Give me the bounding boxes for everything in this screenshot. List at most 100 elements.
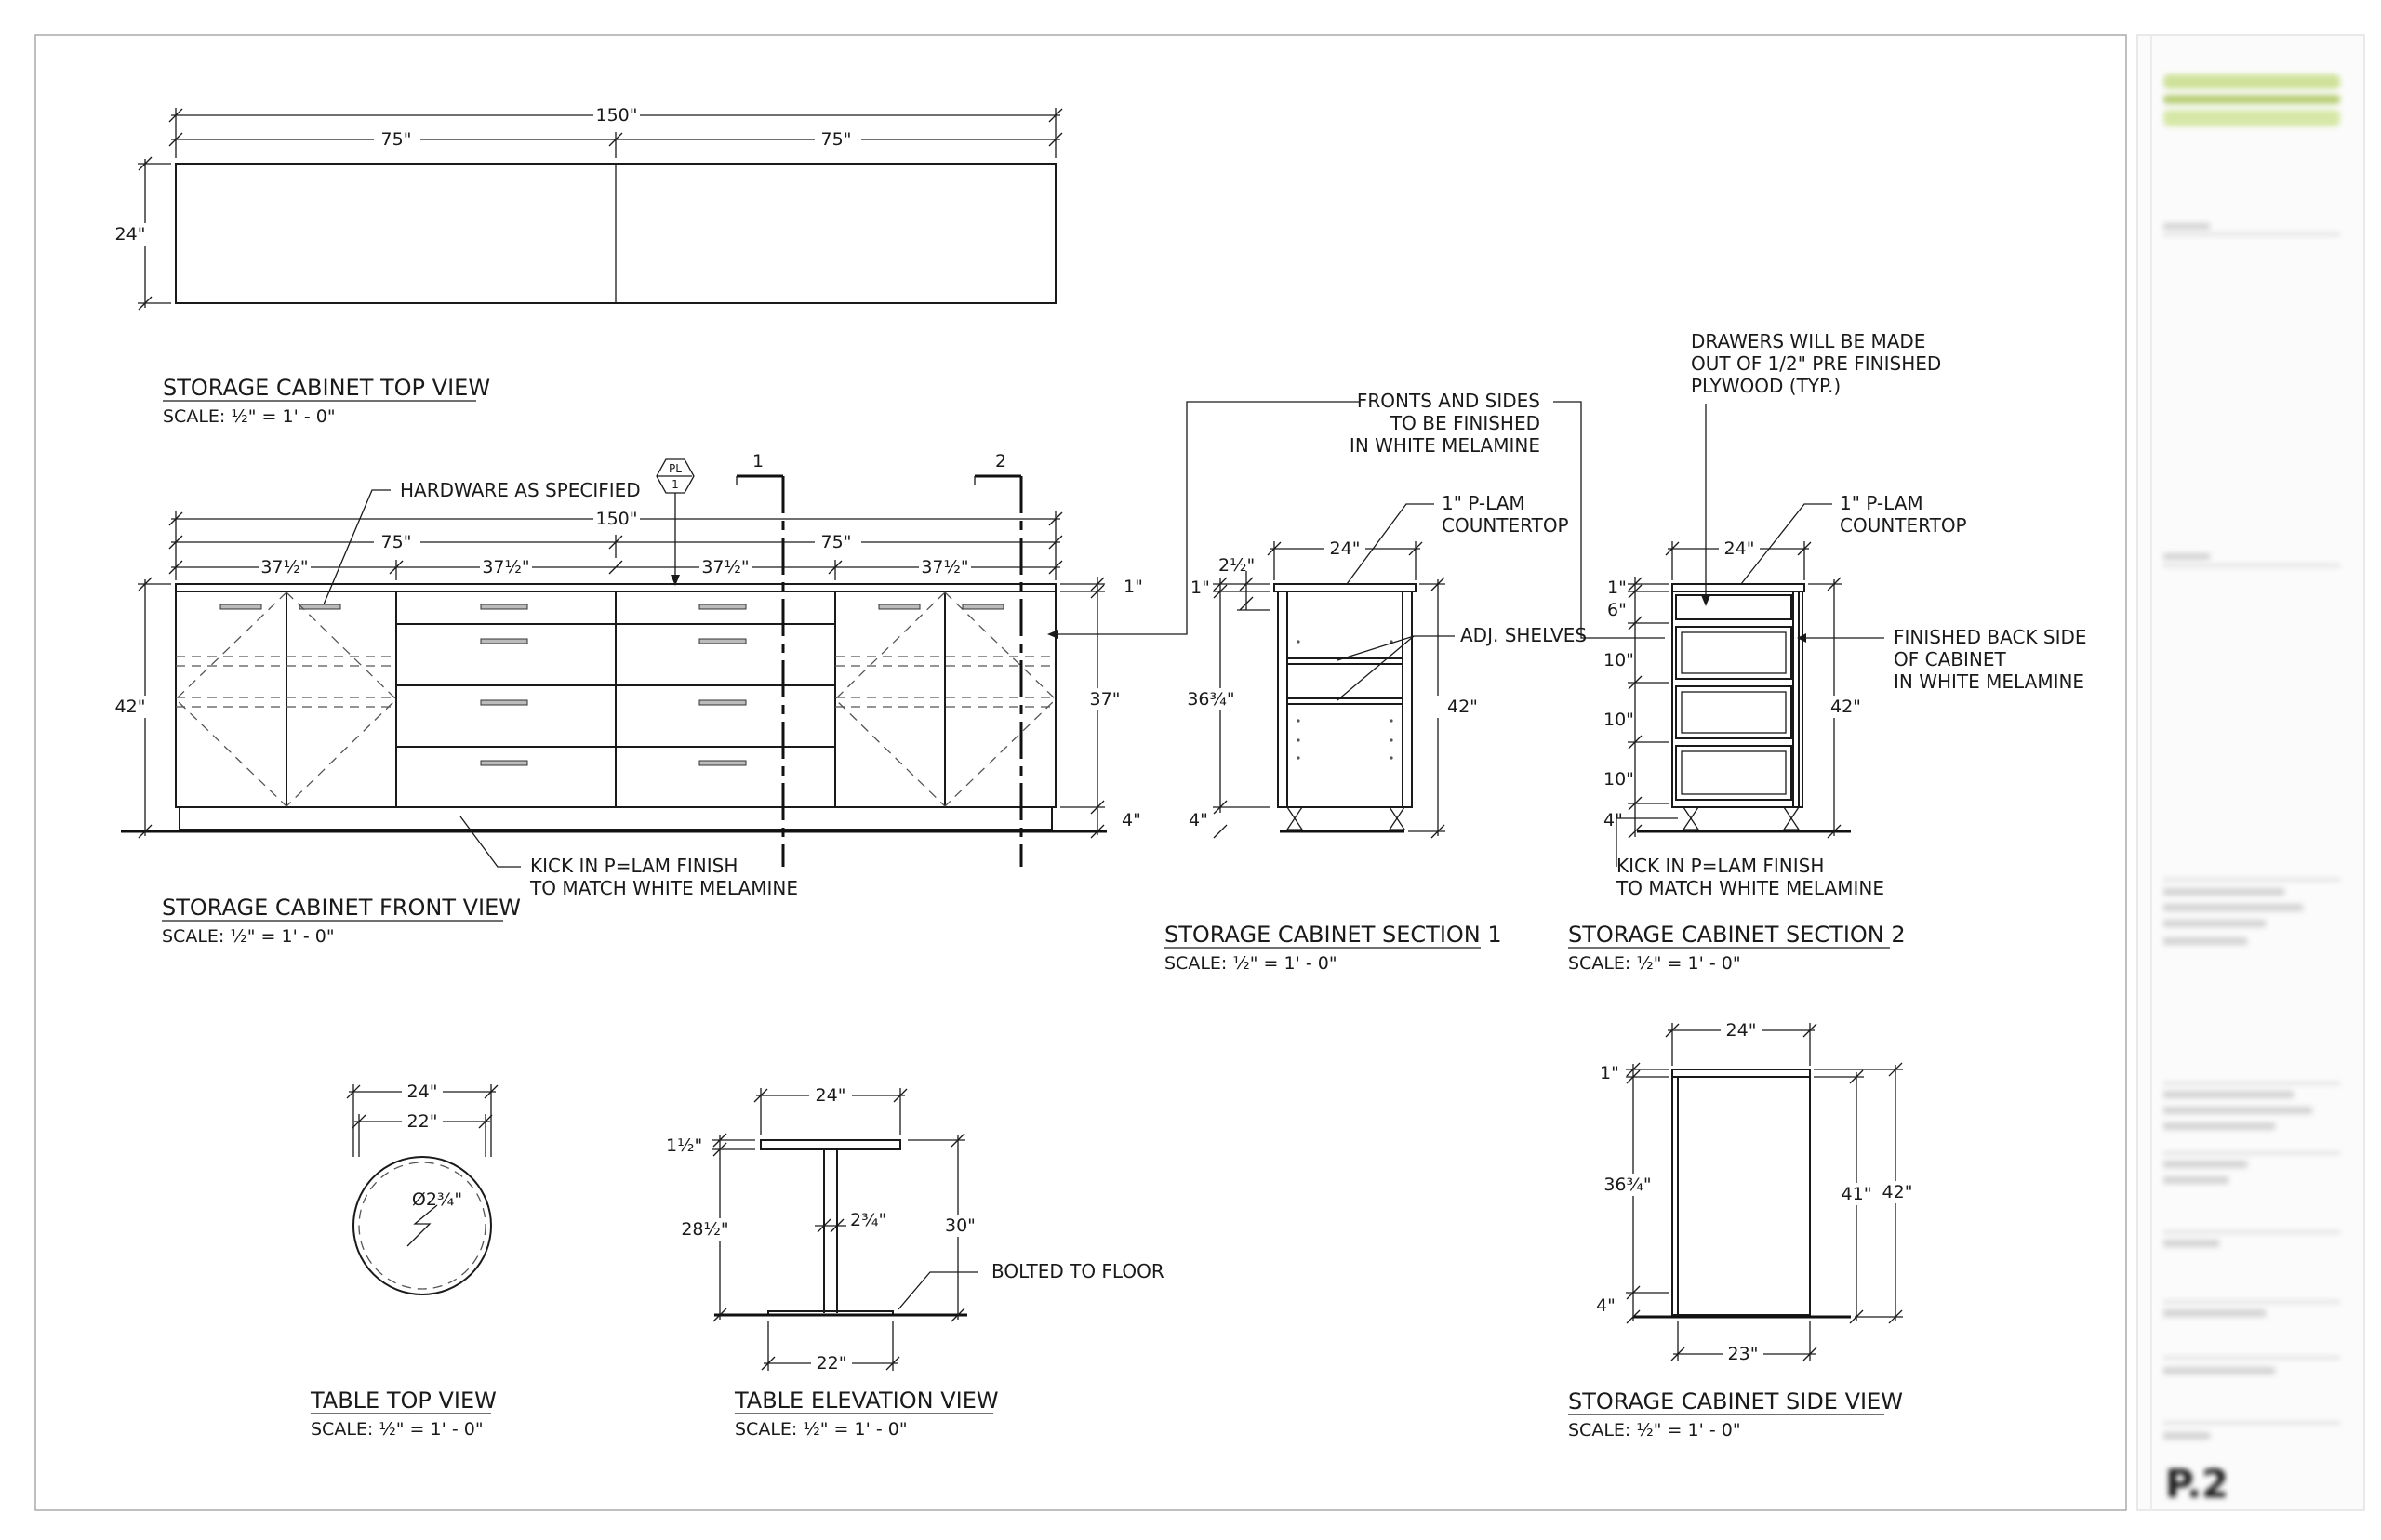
sv-inner-height-dim: 41" xyxy=(1842,1184,1872,1204)
te-height-dim: 30" xyxy=(945,1215,976,1236)
table-elev-scale: SCALE: ½" = 1' - 0" xyxy=(735,1419,908,1440)
section-2: 24" 1" 6" 10" 10" 10" 4" xyxy=(1603,330,2087,899)
section-1-body xyxy=(1277,591,1413,808)
table-top-scale: SCALE: ½" = 1' - 0" xyxy=(311,1419,484,1440)
adj-shelves-note: ADJ. SHELVES xyxy=(1460,624,1587,646)
front-top-dim: 1" xyxy=(1124,577,1143,597)
front-view-title: STORAGE CABINET FRONT VIEW xyxy=(162,895,521,921)
s1-kick-dim: 4" xyxy=(1189,810,1208,830)
bolted-note: BOLTED TO FLOOR xyxy=(991,1260,1164,1282)
sv-body-dim: 36¾" xyxy=(1603,1175,1651,1195)
front-bay-1-dim: 37½" xyxy=(260,557,308,578)
fronts-note-2: TO BE FINISHED xyxy=(1390,412,1540,434)
drawers-note-3: PLYWOOD (TYP.) xyxy=(1691,375,1841,397)
ctop1-note-2: COUNTERTOP xyxy=(1442,514,1569,537)
s2-drawer-1-dim: 6" xyxy=(1607,600,1627,620)
side-view-body xyxy=(1671,1076,1811,1316)
tt-outer-dim: 24" xyxy=(407,1082,438,1102)
pl-hex-tag xyxy=(656,458,695,494)
kick-front-note-2: TO MATCH WHITE MELAMINE xyxy=(529,877,798,899)
title-block-logo xyxy=(2163,74,2340,126)
front-overall-dim: 150" xyxy=(595,509,637,529)
back-note-2: OF CABINET xyxy=(1894,648,2006,670)
sv-height-dim: 42" xyxy=(1882,1182,1913,1202)
s1-body-dim: 36¾" xyxy=(1187,689,1234,710)
section-2-body xyxy=(1671,591,1803,808)
top-view-scale: SCALE: ½" = 1' - 0" xyxy=(163,406,336,427)
te-top-dim: 1½" xyxy=(666,1135,702,1156)
top-depth-dim: 24" xyxy=(115,224,146,245)
kick-front-note-1: KICK IN P=LAM FINISH xyxy=(530,855,738,877)
section-2-tag: 2 xyxy=(995,451,1006,471)
te-body-dim: 28½" xyxy=(681,1219,728,1240)
top-view: 150" 75" 75" 24" xyxy=(110,104,1063,311)
s1-top-dim-b: 2½" xyxy=(1218,555,1255,576)
s2-drawer-2-dim: 10" xyxy=(1603,650,1634,670)
s2-width-dim: 24" xyxy=(1724,538,1755,559)
te-base-dim: 22" xyxy=(817,1353,847,1374)
front-height-dim: 42" xyxy=(115,697,146,717)
front-half-right-dim: 75" xyxy=(821,532,852,552)
section-1-scale: SCALE: ½" = 1' - 0" xyxy=(1164,953,1337,974)
front-view-scale: SCALE: ½" = 1' - 0" xyxy=(162,926,335,947)
tt-inner-dim: 22" xyxy=(407,1111,438,1132)
sv-depth-dim: 23" xyxy=(1728,1344,1759,1364)
front-half-left-dim: 75" xyxy=(381,532,412,552)
section-2-scale: SCALE: ½" = 1' - 0" xyxy=(1568,953,1741,974)
sheet-border xyxy=(34,34,2127,1511)
fronts-note-3: IN WHITE MELAMINE xyxy=(1350,434,1540,457)
front-kick-dim: 4" xyxy=(1122,810,1141,830)
ctop2-note-1: 1" P-LAM xyxy=(1840,492,1923,514)
table-elev-title: TABLE ELEVATION VIEW xyxy=(734,1387,999,1414)
top-half-right-dim: 75" xyxy=(821,129,852,150)
fronts-note-1: FRONTS AND SIDES xyxy=(1357,390,1540,412)
s2-drawer-3-dim: 10" xyxy=(1603,710,1634,730)
front-view: 1 2 PL 1 HARDWARE AS SPECIFIED 150" 75" … xyxy=(110,451,1143,899)
s1-width-dim: 24" xyxy=(1330,538,1361,559)
sv-top-dim: 1" xyxy=(1600,1063,1619,1083)
section-1-tag: 1 xyxy=(752,451,764,471)
table-elev-top xyxy=(760,1139,901,1150)
ctop2-note-2: COUNTERTOP xyxy=(1840,514,1967,537)
drawers-note-2: OUT OF 1/2" PRE FINISHED xyxy=(1691,352,1941,375)
section-1-title: STORAGE CABINET SECTION 1 xyxy=(1164,922,1502,948)
section-2-title: STORAGE CABINET SECTION 2 xyxy=(1568,922,1906,948)
s1-top-dim-a: 1" xyxy=(1190,578,1210,598)
s2-top-dim: 1" xyxy=(1607,578,1627,598)
s2-height-dim: 42" xyxy=(1830,697,1861,717)
front-bay-4-dim: 37½" xyxy=(921,557,968,578)
drawers-note-1: DRAWERS WILL BE MADE xyxy=(1691,330,1925,352)
sv-kick-dim: 4" xyxy=(1596,1295,1616,1316)
side-view-scale: SCALE: ½" = 1' - 0" xyxy=(1568,1420,1741,1440)
pl-tag-top: PL xyxy=(669,462,682,475)
pl-tag-bottom: 1 xyxy=(672,478,679,491)
front-body-dim: 37" xyxy=(1090,689,1121,710)
front-bay-3-dim: 37½" xyxy=(701,557,749,578)
table-elevation-view: 24" 1½" 28½" 2¾" 30" BOLTED TO FLOOR 22" xyxy=(666,1084,1164,1374)
back-note-1: FINISHED BACK SIDE xyxy=(1894,626,2087,648)
sv-width-dim: 24" xyxy=(1726,1020,1757,1041)
top-view-title: STORAGE CABINET TOP VIEW xyxy=(163,375,490,401)
front-bay-2-dim: 37½" xyxy=(482,557,529,578)
te-width-dim: 24" xyxy=(816,1085,846,1106)
s1-height-dim: 42" xyxy=(1447,697,1478,717)
s2-kick-dim: 4" xyxy=(1603,810,1623,830)
ctop1-note-1: 1" P-LAM xyxy=(1442,492,1525,514)
table-top-title: TABLE TOP VIEW xyxy=(310,1387,497,1414)
s2-drawer-4-dim: 10" xyxy=(1603,769,1634,790)
tt-post-dim: Ø2¾" xyxy=(412,1189,462,1210)
sheet-number: P.2 xyxy=(2165,1461,2228,1507)
kick-s2-note-1: KICK IN P=LAM FINISH xyxy=(1616,855,1824,877)
table-top-view: Ø2¾" 24" 22" xyxy=(346,1081,499,1295)
back-note-3: IN WHITE MELAMINE xyxy=(1894,670,2084,693)
side-view-title: STORAGE CABINET SIDE VIEW xyxy=(1568,1388,1903,1414)
side-view: 24" 1" 36¾" 4" 41" 42" 23" xyxy=(1596,1019,1916,1364)
section-1: 24" 1" 2½" 36¾" 4" 42" 1" P-LAM COUNTERT… xyxy=(1047,390,1665,839)
top-overall-dim: 150" xyxy=(595,105,637,126)
hardware-note: HARDWARE AS SPECIFIED xyxy=(400,479,641,501)
top-half-left-dim: 75" xyxy=(381,129,412,150)
title-block: P.2 xyxy=(2136,34,2365,1511)
kick-s2-note-2: TO MATCH WHITE MELAMINE xyxy=(1616,877,1884,899)
table-top-circle xyxy=(352,1156,492,1295)
